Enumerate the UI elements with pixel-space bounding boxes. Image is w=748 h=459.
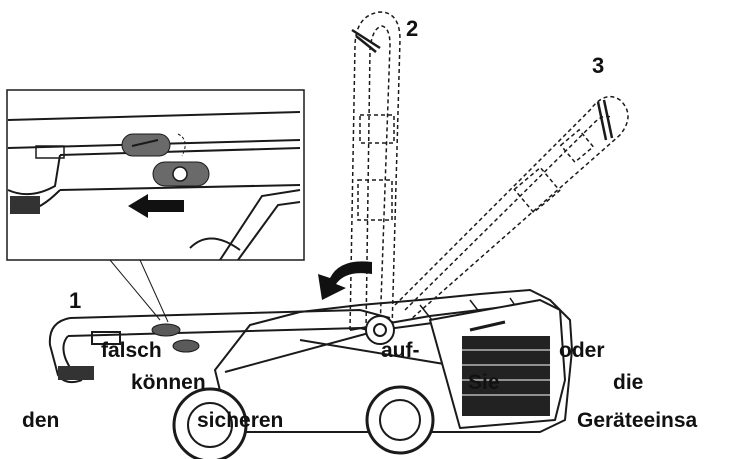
word-auf: auf- [381, 339, 420, 362]
word-falsch: falsch [101, 339, 162, 362]
knob-small-bottom [172, 339, 200, 353]
arrow-left-icon [128, 194, 184, 218]
word-oder: oder [559, 339, 605, 362]
knob-small-top [151, 323, 181, 337]
detail-inset [6, 89, 305, 261]
word-geraeteeinsa: Geräteeinsa [577, 409, 698, 432]
word-sicheren: sicheren [197, 409, 284, 432]
vent-panel [462, 336, 550, 416]
curved-arrow-icon [318, 261, 372, 300]
step-3-label: 3 [592, 53, 605, 78]
word-sie: Sie [468, 371, 500, 394]
word-den: den [22, 409, 60, 432]
lock-knob-top [121, 133, 171, 157]
handle-position-3 [394, 95, 629, 321]
word-die: die [613, 371, 644, 394]
front-wheel [365, 385, 435, 455]
word-koennen: können [131, 371, 206, 394]
step-2-label: 2 [406, 16, 419, 41]
step-1-label: 1 [69, 288, 82, 313]
rear-wheel [172, 387, 248, 459]
handle-position-2 [349, 11, 401, 331]
